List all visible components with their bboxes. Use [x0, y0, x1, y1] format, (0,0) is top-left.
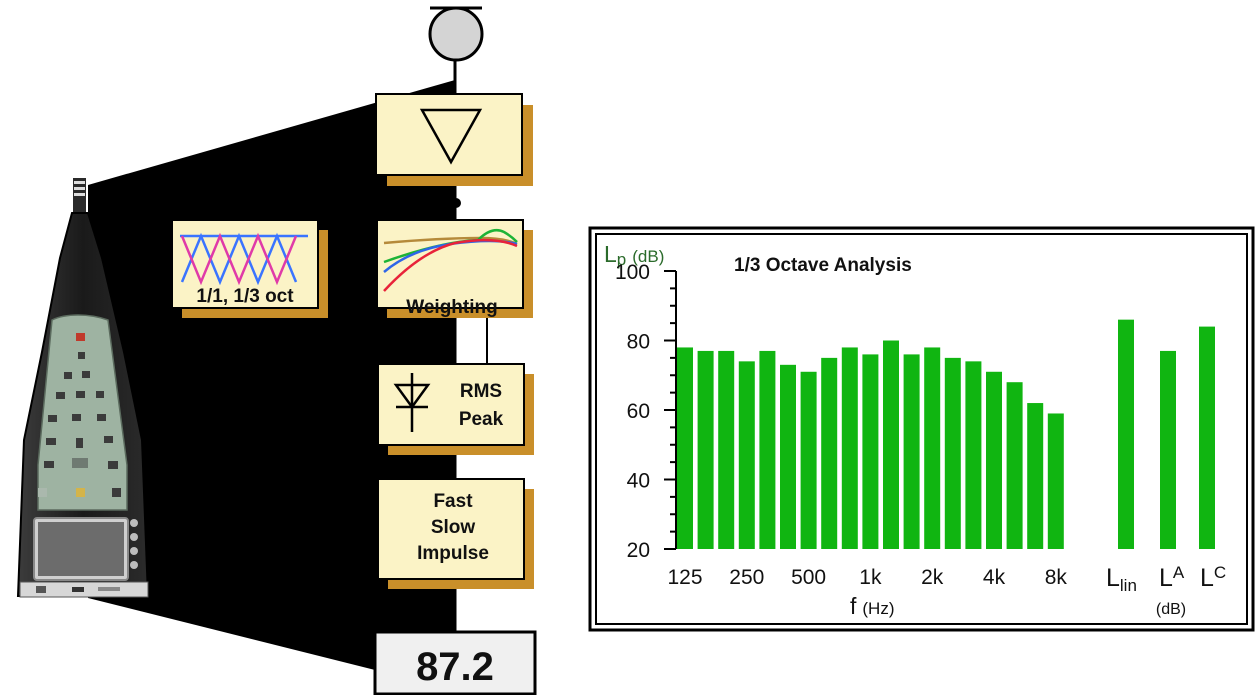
- octave-band-bar: [903, 354, 920, 549]
- y-tick-label: 100: [615, 261, 650, 284]
- x-tick-label: 1k: [859, 566, 882, 589]
- octave-band-bar: [1047, 413, 1064, 549]
- octave-band-bar: [821, 357, 838, 549]
- x-tick-label: 125: [667, 566, 702, 589]
- octave-band-bar: [677, 347, 693, 549]
- octave-band-bar: [738, 361, 755, 549]
- octave-band-bar: [780, 364, 796, 549]
- summary-level-bar: [1118, 319, 1134, 549]
- octave-band-bar: [841, 347, 858, 549]
- summary-level-label: LA: [1159, 563, 1185, 592]
- octave-band-bar: [1027, 403, 1044, 549]
- y-tick-label: 80: [627, 331, 650, 354]
- y-axis-unit: (dB): [632, 247, 664, 266]
- octave-band-bar: [924, 347, 941, 549]
- level-readout: 87.2: [373, 630, 537, 695]
- detector-peak-label: Peak: [459, 409, 504, 430]
- time-impulse-label: Impulse: [417, 543, 489, 564]
- summary-unit: (dB): [1156, 601, 1186, 618]
- octave-band-bar: [718, 350, 735, 549]
- amplifier-block: [375, 93, 533, 186]
- x-tick-label: 500: [791, 566, 826, 589]
- y-axis-symbol: L: [604, 241, 617, 267]
- x-tick-label: 2k: [921, 566, 944, 589]
- octave-band-bar: [697, 350, 714, 549]
- x-axis-symbol: f: [850, 593, 857, 619]
- junction-dot: [451, 198, 461, 208]
- filter-bank-icon: [180, 232, 308, 286]
- octave-band-bar: [944, 357, 961, 549]
- sound-level-meter-device: [16, 178, 150, 598]
- weighting-block: Weighting: [376, 219, 533, 318]
- x-tick-label: 8k: [1045, 566, 1068, 589]
- filter-block: 1/1, 1/3 oct: [171, 219, 328, 318]
- octave-chart: Lp (dB) 1/3 Octave Analysis 100 80 60 40 20 1…: [588, 226, 1255, 632]
- octave-band-bar: [759, 350, 776, 549]
- summary-level-bar: [1199, 326, 1215, 549]
- octave-band-bar: [800, 371, 817, 549]
- x-axis-unit: (Hz): [862, 599, 894, 618]
- rectifier-diode-icon: [393, 373, 431, 432]
- x-tick-label: 4k: [983, 566, 1006, 589]
- time-slow-label: Slow: [431, 517, 476, 538]
- y-axis-subscript: p: [617, 250, 626, 269]
- time-weighting-block: Fast Slow Impulse: [377, 478, 534, 589]
- y-tick-label: 20: [627, 539, 650, 562]
- summary-level-bar: [1160, 350, 1176, 549]
- microphone-icon: [428, 6, 484, 62]
- detector-block: RMS Peak: [377, 363, 534, 455]
- detector-rms-label: RMS: [460, 381, 502, 402]
- readout-value: 87.2: [416, 645, 494, 689]
- octave-band-bar: [1006, 382, 1023, 549]
- y-tick-label: 60: [627, 400, 650, 423]
- chart-axes: 100 80 60 40 20: [615, 261, 677, 562]
- x-tick-label: 250: [729, 566, 764, 589]
- weighting-label: Weighting: [406, 297, 497, 318]
- chart-x-tick-labels: 125 250 500 1k 2k 4k 8k Llin LA LC: [667, 563, 1226, 595]
- octave-band-bar: [862, 354, 879, 549]
- meter-buttons: [38, 333, 121, 497]
- chart-bars: [677, 319, 1215, 549]
- y-axis-label: Lp (dB): [604, 241, 664, 269]
- filter-label: 1/1, 1/3 oct: [196, 286, 294, 307]
- octave-band-bar: [965, 361, 982, 549]
- chart-title: 1/3 Octave Analysis: [734, 255, 912, 276]
- octave-band-bar: [883, 340, 899, 549]
- octave-band-bar: [986, 371, 1002, 549]
- summary-level-label: Llin: [1106, 564, 1137, 595]
- y-tick-label: 40: [627, 470, 650, 493]
- x-axis-label: f (Hz): [850, 593, 895, 619]
- weighting-curves-icon: [383, 229, 518, 292]
- amplifier-icon: [419, 108, 483, 165]
- time-fast-label: Fast: [433, 491, 473, 512]
- summary-level-label: LC: [1200, 563, 1226, 592]
